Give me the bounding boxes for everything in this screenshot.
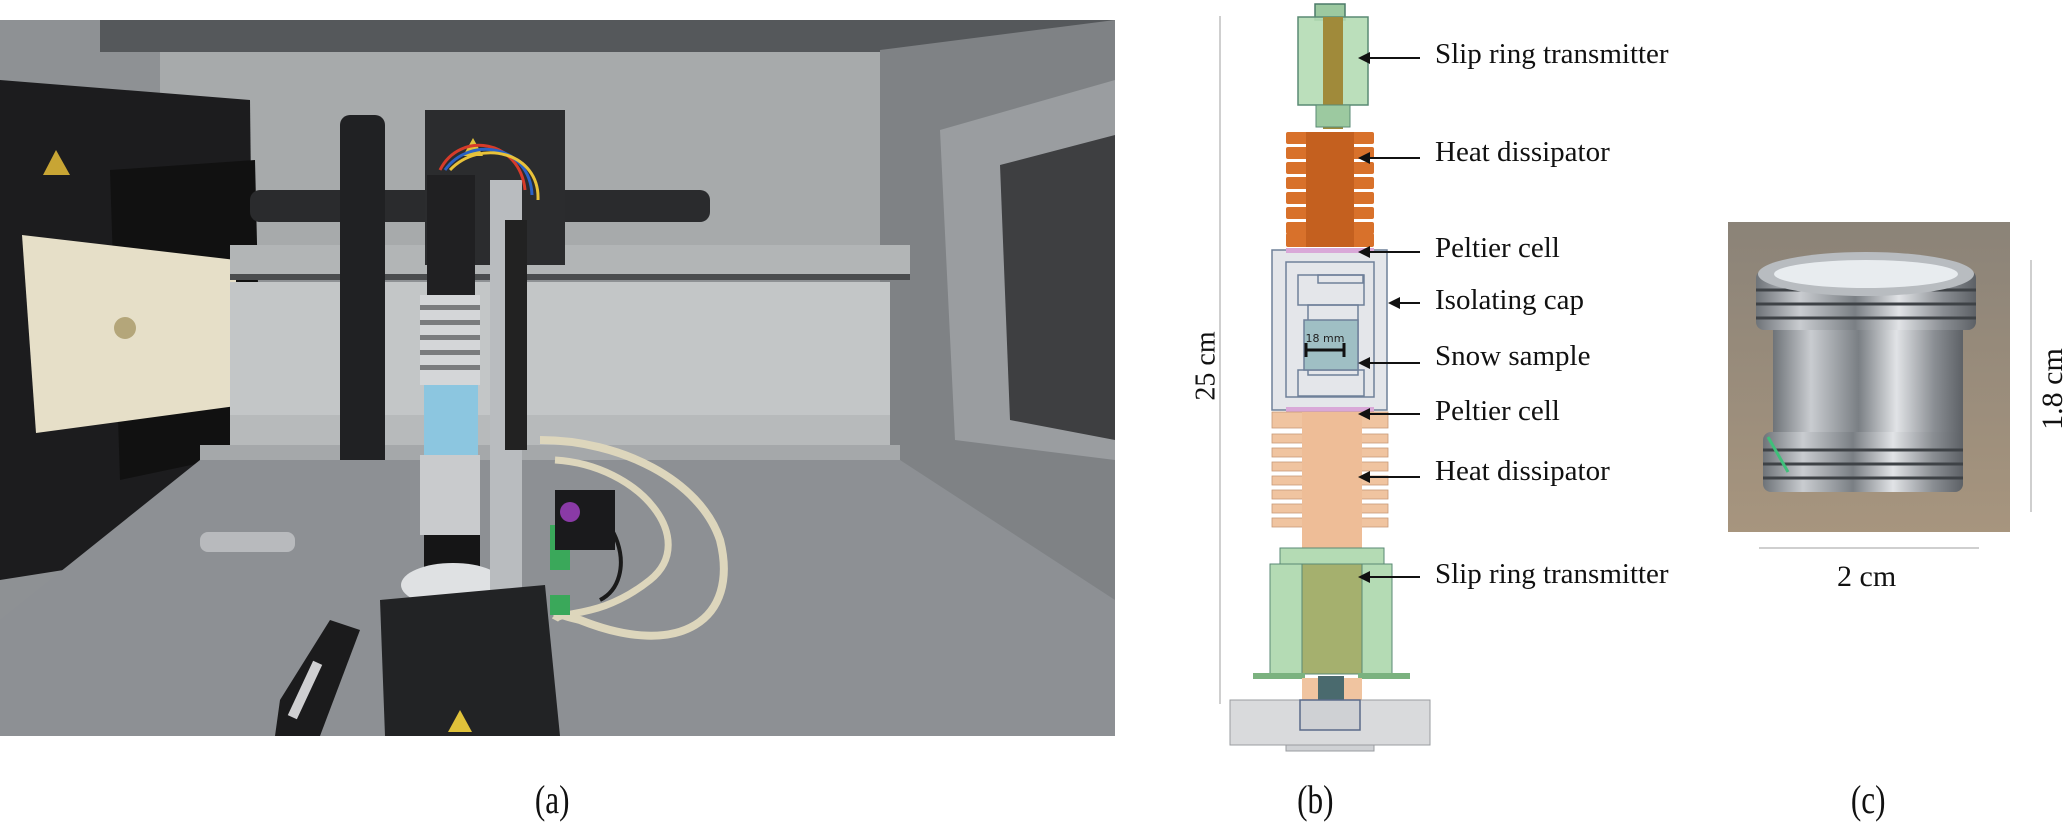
callout-arrow [1358, 408, 1420, 420]
bottom-peltier [1286, 407, 1374, 412]
bottom-slip-ring [1253, 547, 1410, 708]
callout-arrow [1358, 246, 1420, 258]
callout-arrow [1388, 297, 1420, 309]
callout-arrow [1358, 357, 1420, 369]
bottom-heat-dissipator [1271, 411, 1389, 552]
instrument-photo [0, 20, 1115, 736]
panel-b-schematic: 18 mm 25 [1191, 0, 1710, 760]
height-scale-label-c: 1.8 cm [2035, 348, 2067, 430]
callout-arrow [1358, 152, 1420, 164]
top-peltier [1286, 248, 1374, 253]
caption-b: (b) [1297, 777, 1334, 822]
callout-arrow [1358, 471, 1420, 483]
label-top-slip-ring: Slip ring transmitter [1435, 38, 1669, 70]
top-heat-dissipator [1286, 132, 1374, 247]
callout-arrow [1358, 571, 1420, 583]
label-bottom-slip-ring: Slip ring transmitter [1435, 558, 1669, 590]
height-scale-label: 25 cm [1190, 331, 1222, 401]
label-top-peltier-cell: Peltier cell [1435, 232, 1560, 264]
callout-arrow [1358, 52, 1420, 64]
cell-schematic: 18 mm [1229, 3, 1431, 752]
panel-a-photo [0, 20, 1115, 736]
height-scale-bar [2030, 260, 2032, 512]
caption-c: (c) [1850, 777, 1886, 822]
snow-sample [1303, 319, 1359, 371]
top-slip-ring [1297, 3, 1369, 129]
base-mount [1229, 699, 1431, 752]
width-scale-bar [1759, 547, 1979, 549]
label-snow-sample: Snow sample [1435, 340, 1591, 372]
label-top-heat-dissipator: Heat dissipator [1435, 136, 1610, 168]
label-bottom-peltier-cell: Peltier cell [1435, 395, 1560, 427]
panel-c-photo [1728, 222, 2010, 532]
label-isolating-cap: Isolating cap [1435, 284, 1584, 316]
label-bottom-heat-dissipator: Heat dissipator [1435, 455, 1610, 487]
scale-bar-vertical [1219, 16, 1221, 704]
inner-dimension-label: 18 mm [1306, 332, 1345, 345]
sample-holder-photo [1728, 222, 2010, 532]
caption-a: (a) [534, 777, 570, 822]
width-scale-label: 2 cm [1837, 560, 1897, 593]
